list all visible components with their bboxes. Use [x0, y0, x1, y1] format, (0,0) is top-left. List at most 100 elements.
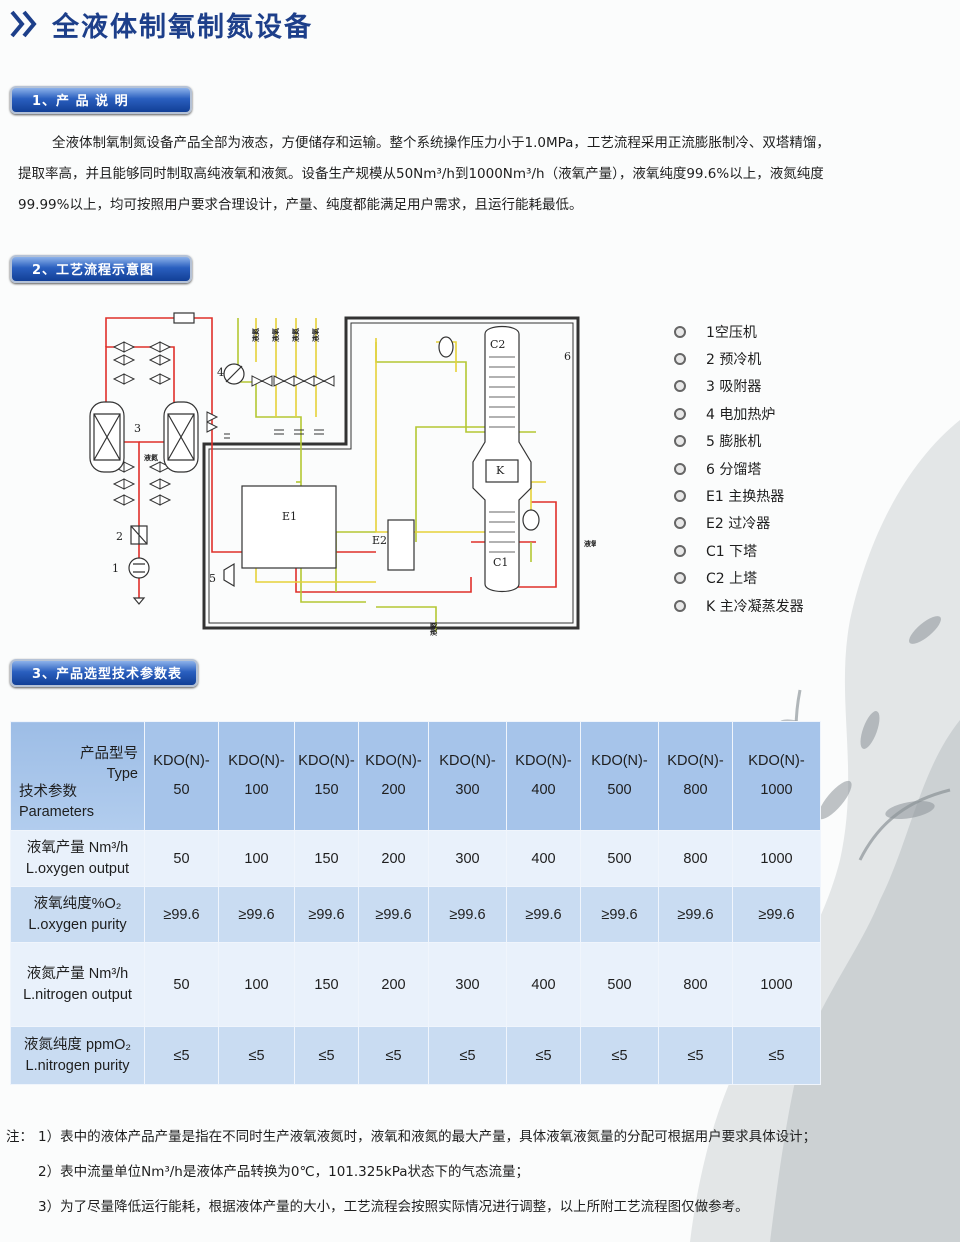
- intro-line: 全液体制氧制氮设备产品全部为液态，方便储存和运输。整个系统操作压力小于1.0MP…: [52, 135, 830, 151]
- diagram-label: 液氮: [251, 328, 260, 342]
- table-cell: ≥99.6: [218, 886, 295, 943]
- bullet-icon: [674, 599, 686, 612]
- row-label-en: L.oxygen output: [25, 860, 130, 877]
- diagram-label: 液氧: [271, 328, 280, 342]
- corner-type-en: Type: [106, 766, 138, 782]
- legend-label: 4 电加热炉: [706, 406, 776, 423]
- intro-line: 提取率高，并且能够同时制取高纯液氧和液氮。设备生产规模从50Nm³/h到1000…: [18, 166, 824, 182]
- table-cell: 150: [294, 942, 359, 1027]
- legend-label: E1 主换热器: [706, 489, 785, 506]
- diagram-label: C2: [490, 338, 505, 351]
- diagram-label: K: [496, 464, 505, 477]
- diagram-label: 3: [134, 422, 141, 435]
- model-prefix: KDO(N)-: [515, 753, 572, 769]
- row-label-en: L.nitrogen output: [23, 986, 132, 1003]
- legend-item: 4 电加热炉: [674, 400, 804, 427]
- legend-item: 2 预冷机: [674, 345, 804, 372]
- table-cell: ≤5: [580, 1026, 659, 1085]
- table-cell: 800: [658, 942, 733, 1027]
- note-line: 3）为了尽量降低运行能耗，根据液体产量的大小，工艺流程会按照实际情况进行调整，以…: [6, 1190, 816, 1225]
- legend-label: E2 过冷器: [706, 516, 771, 533]
- table-cell: 200: [358, 942, 429, 1027]
- title-row: 全液体制氧制氮设备: [10, 4, 313, 44]
- row-label-en: L.nitrogen purity: [25, 1057, 130, 1074]
- diagram-label: 6: [564, 350, 571, 363]
- legend-item: E2 过冷器: [674, 510, 804, 537]
- diagram-label: 液氧: [311, 328, 320, 342]
- model-header: KDO(N)-150: [294, 721, 359, 831]
- table-cell: ≤5: [218, 1026, 295, 1085]
- bullet-icon: [674, 380, 686, 393]
- table-corner-cell: 产品型号 Type 技术参数 Parameters: [10, 721, 145, 831]
- legend-label: C2 上塔: [706, 571, 758, 588]
- notes-lead: 注：: [6, 1129, 33, 1145]
- legend-item: E1 主换热器: [674, 482, 804, 509]
- legend-label: 5 膨胀机: [706, 434, 762, 451]
- section-tab-spec-table: 3、产品选型技术参数表: [10, 659, 198, 687]
- model-header: KDO(N)-300: [428, 721, 507, 831]
- notes: 注： 1）表中的液体产品产量是指在不同时生产液氧液氮时，液氧和液氮的最大产量，具体…: [6, 1120, 816, 1225]
- row-label-cn: 液氮纯度 ppmO₂: [23, 1036, 132, 1053]
- row-label-en: L.oxygen purity: [28, 916, 127, 933]
- legend-item: C1 下塔: [674, 537, 804, 564]
- table-cell: 500: [580, 830, 659, 887]
- model-number: 1000: [760, 782, 793, 798]
- table-cell: 300: [428, 942, 507, 1027]
- model-prefix: KDO(N)-: [591, 753, 648, 769]
- model-prefix: KDO(N)-: [153, 753, 210, 769]
- bullet-icon: [674, 325, 686, 338]
- bullet-icon: [674, 407, 686, 420]
- table-cell: ≥99.6: [732, 886, 821, 943]
- model-prefix: KDO(N)-: [667, 753, 724, 769]
- table-cell: ≥99.6: [294, 886, 359, 943]
- table-cell: ≤5: [144, 1026, 219, 1085]
- diagram-label: 5: [209, 572, 216, 585]
- table-cell: 50: [144, 830, 219, 887]
- legend-label: 3 吸附器: [706, 379, 762, 396]
- model-number: 50: [173, 782, 190, 798]
- note-line: 2）表中流量单位Nm³/h是液体产品转换为0℃，101.325kPa状态下的气态…: [6, 1155, 816, 1190]
- table-cell: ≥99.6: [358, 886, 429, 943]
- note-text: 1）表中的液体产品产量是指在不同时生产液氧液氮时，液氧和液氮的最大产量，具体液氧…: [38, 1129, 817, 1145]
- bullet-icon: [674, 435, 686, 448]
- spec-table: 产品型号 Type 技术参数 Parameters KDO(N)- 50 KDO(…: [10, 721, 821, 1085]
- bullet-icon: [674, 353, 686, 366]
- table-cell: 100: [218, 830, 295, 887]
- table-cell: ≤5: [358, 1026, 429, 1085]
- table-cell: 1000: [732, 942, 821, 1027]
- table-cell: 100: [218, 942, 295, 1027]
- model-number: 150: [314, 782, 339, 798]
- model-number: 200: [381, 782, 406, 798]
- legend-item: 6 分馏塔: [674, 455, 804, 482]
- model-prefix: KDO(N)-: [439, 753, 496, 769]
- table-cell: ≥99.6: [658, 886, 733, 943]
- process-flow-diagram: 1 2 3 4 5 6 E1 E2 C1 C2 K 液氧 液氮 液氧 液氮 液氧…: [89, 312, 596, 636]
- diagram-label: 4: [217, 366, 224, 379]
- legend-label: K 主冷凝蒸发器: [706, 598, 804, 615]
- table-cell: 400: [506, 830, 581, 887]
- bullet-icon: [674, 572, 686, 585]
- legend-item: C2 上塔: [674, 565, 804, 592]
- bullet-icon: [674, 517, 686, 530]
- model-header: KDO(N)- 200: [358, 721, 429, 831]
- model-number: 500: [607, 782, 632, 798]
- table-cell: 1000: [732, 830, 821, 887]
- note-text: 2）表中流量单位Nm³/h是液体产品转换为0℃，101.325kPa状态下的气态…: [38, 1164, 530, 1180]
- row-label: 液氮纯度 ppmO₂ L.nitrogen purity: [10, 1026, 145, 1085]
- table-cell: ≤5: [428, 1026, 507, 1085]
- model-header: KDO(N)- 50: [144, 721, 219, 831]
- table-cell: ≤5: [506, 1026, 581, 1085]
- bullet-icon: [674, 490, 686, 503]
- note-text: 3）为了尽量降低运行能耗，根据液体产量的大小，工艺流程会按照实际情况进行调整，以…: [38, 1199, 749, 1215]
- section-tab-product-description: 1、产 品 说 明: [10, 86, 192, 114]
- diagram-label: 液氮: [144, 453, 158, 462]
- model-prefix: KDO(N)-: [365, 753, 422, 769]
- diagram-label: 2: [116, 530, 123, 543]
- product-description: 全液体制氧制氮设备产品全部为液态，方便储存和运输。整个系统操作压力小于1.0MP…: [18, 128, 898, 221]
